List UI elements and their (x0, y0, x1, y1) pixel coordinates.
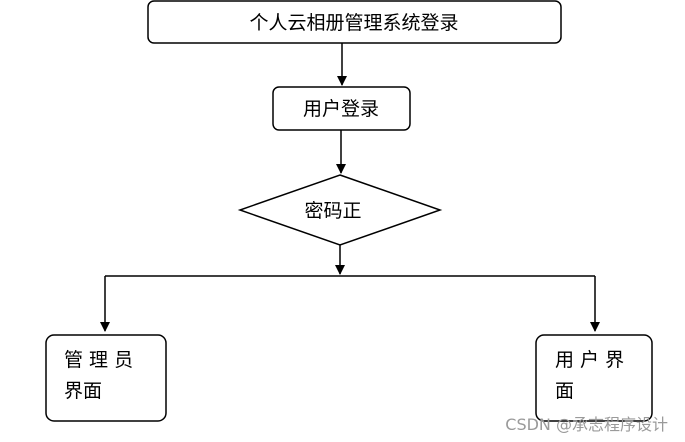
admin-node-label-line2: 界面 (64, 380, 102, 402)
login-node-label: 用户登录 (303, 98, 379, 120)
decision-label: 密码正 (304, 200, 361, 222)
title-node-box (147, 0, 562, 44)
title-node-label: 个人云相册管理系统登录 (249, 12, 458, 34)
admin-node-label-line1: 管 理 员 (64, 349, 133, 371)
csdn-watermark: CSDN @承志程序设计 (505, 415, 668, 434)
user-node-label-line1: 用 户 界 (555, 349, 624, 371)
login-node: 用户登录 (272, 86, 411, 131)
title-node: 个人云相册管理系统登录 (147, 0, 562, 44)
admin-node-box (45, 334, 167, 422)
admin-node: 管 理 员 界面 (45, 334, 167, 422)
user-node: 用 户 界 面 (535, 334, 653, 422)
user-node-box (535, 334, 653, 422)
decision-node: 密码正 (237, 174, 443, 246)
user-node-label-line2: 面 (555, 380, 574, 402)
